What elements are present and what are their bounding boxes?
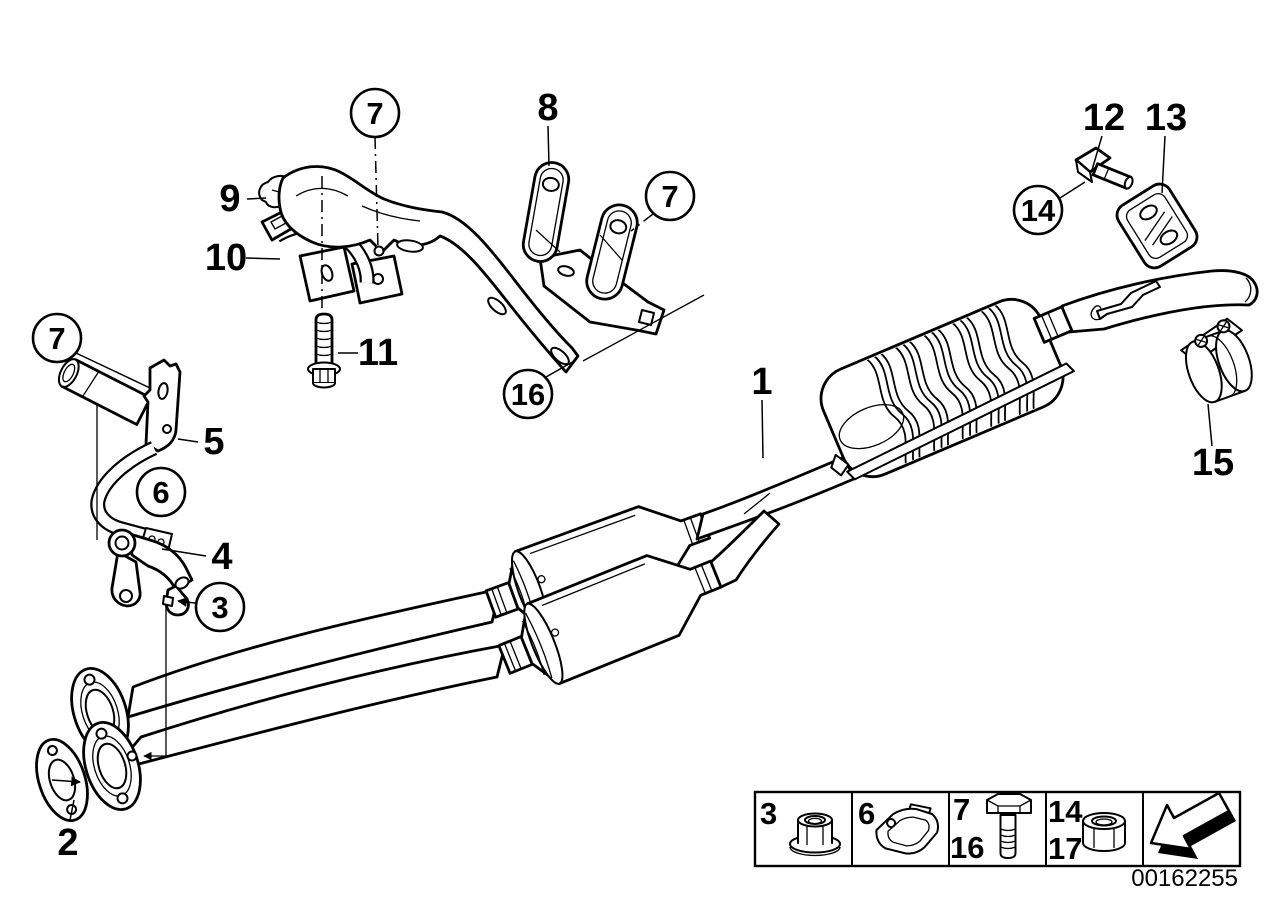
callout-circled-6[interactable]: 6 xyxy=(135,466,187,518)
muffler-seam-flange xyxy=(846,362,1075,481)
callout-label[interactable]: 14 xyxy=(1021,193,1056,228)
bracket-4 xyxy=(107,528,194,617)
bracket-5 xyxy=(90,358,182,552)
tail-pipe xyxy=(1060,269,1259,334)
legend-table: 3 6 7 16 xyxy=(753,790,1242,868)
callout-11[interactable]: 11 xyxy=(338,332,398,374)
callout-15[interactable]: 15 xyxy=(1192,403,1234,484)
front-pipes xyxy=(110,587,519,773)
callout-label[interactable]: 1 xyxy=(751,361,772,403)
clamp-icon xyxy=(875,803,940,855)
bolt-11 xyxy=(307,312,341,389)
callout-circled-14[interactable]: 14 xyxy=(1012,181,1086,236)
callout-label[interactable]: 7 xyxy=(366,96,383,131)
callout-label[interactable]: 4 xyxy=(211,536,232,578)
callout-5[interactable]: 5 xyxy=(177,421,225,463)
inlet-flange-lower xyxy=(82,721,142,811)
front-catalytic-converter xyxy=(497,554,723,685)
callout-label[interactable]: 7 xyxy=(661,179,678,214)
legend-ref: 3 xyxy=(760,796,777,831)
callout-4[interactable]: 4 xyxy=(161,536,233,578)
callout-label[interactable]: 2 xyxy=(57,822,78,864)
callout-8[interactable]: 8 xyxy=(537,87,559,167)
callout-label[interactable]: 3 xyxy=(211,590,228,625)
callout-9[interactable]: 9 xyxy=(219,178,267,220)
tail-pipe-hook-bracket xyxy=(1090,280,1161,321)
hex-nut-icon xyxy=(1082,812,1126,852)
legend-cell-7-16: 7 16 xyxy=(950,792,1032,865)
bracket-8 xyxy=(521,161,666,336)
callout-12[interactable]: 12 xyxy=(1083,97,1125,171)
callout-label[interactable]: 13 xyxy=(1145,97,1187,139)
callout-label[interactable]: 16 xyxy=(511,377,545,412)
front-cat-outlet-pipe xyxy=(709,509,781,589)
legend-ref: 6 xyxy=(858,796,875,831)
legend-ref: 14 xyxy=(1048,794,1083,829)
middle-muffler xyxy=(819,297,1075,481)
flange-nut-icon xyxy=(789,812,841,857)
callout-label[interactable]: 12 xyxy=(1083,97,1125,139)
callout-label[interactable]: 5 xyxy=(203,421,224,463)
legend-ref-secondary: 16 xyxy=(950,830,984,865)
callout-label[interactable]: 7 xyxy=(48,321,65,356)
legend-cell-3: 3 xyxy=(760,796,841,857)
callout-label[interactable]: 10 xyxy=(205,237,247,279)
callout-10[interactable]: 10 xyxy=(205,237,281,279)
rubber-mount-13 xyxy=(1115,182,1199,270)
callout-label[interactable]: 15 xyxy=(1192,442,1234,484)
callout-circled-16[interactable]: 16 xyxy=(502,359,577,420)
exhaust-clamp xyxy=(1180,317,1253,404)
callout-circled-7-top[interactable]: 7 xyxy=(349,87,401,249)
legend-cell-14-17: 14 17 xyxy=(1048,794,1126,866)
legend-ref: 7 xyxy=(953,792,970,827)
callout-label[interactable]: 8 xyxy=(537,87,558,129)
callout-label[interactable]: 9 xyxy=(219,178,240,220)
legend-ref-secondary: 17 xyxy=(1048,831,1082,866)
cross-brace-16 xyxy=(277,165,580,374)
flange-stud xyxy=(126,750,138,762)
legend-cell-6: 6 xyxy=(858,796,940,855)
direction-arrow-icon xyxy=(1149,791,1236,859)
callout-2[interactable]: 2 xyxy=(57,799,79,864)
callout-label[interactable]: 6 xyxy=(152,475,169,510)
callout-1[interactable]: 1 xyxy=(751,361,773,459)
callout-circled-3[interactable]: 3 xyxy=(177,581,246,633)
bracket-pin-12 xyxy=(1074,146,1134,190)
hex-bolt-icon xyxy=(986,793,1032,859)
callout-circled-7-left[interactable]: 7 xyxy=(31,312,151,389)
callout-label[interactable]: 11 xyxy=(358,332,398,374)
callout-13[interactable]: 13 xyxy=(1145,97,1187,194)
support-tube xyxy=(57,358,152,426)
document-number: 00162255 xyxy=(1131,865,1238,892)
callout-circled-7-right[interactable]: 7 xyxy=(630,170,696,232)
